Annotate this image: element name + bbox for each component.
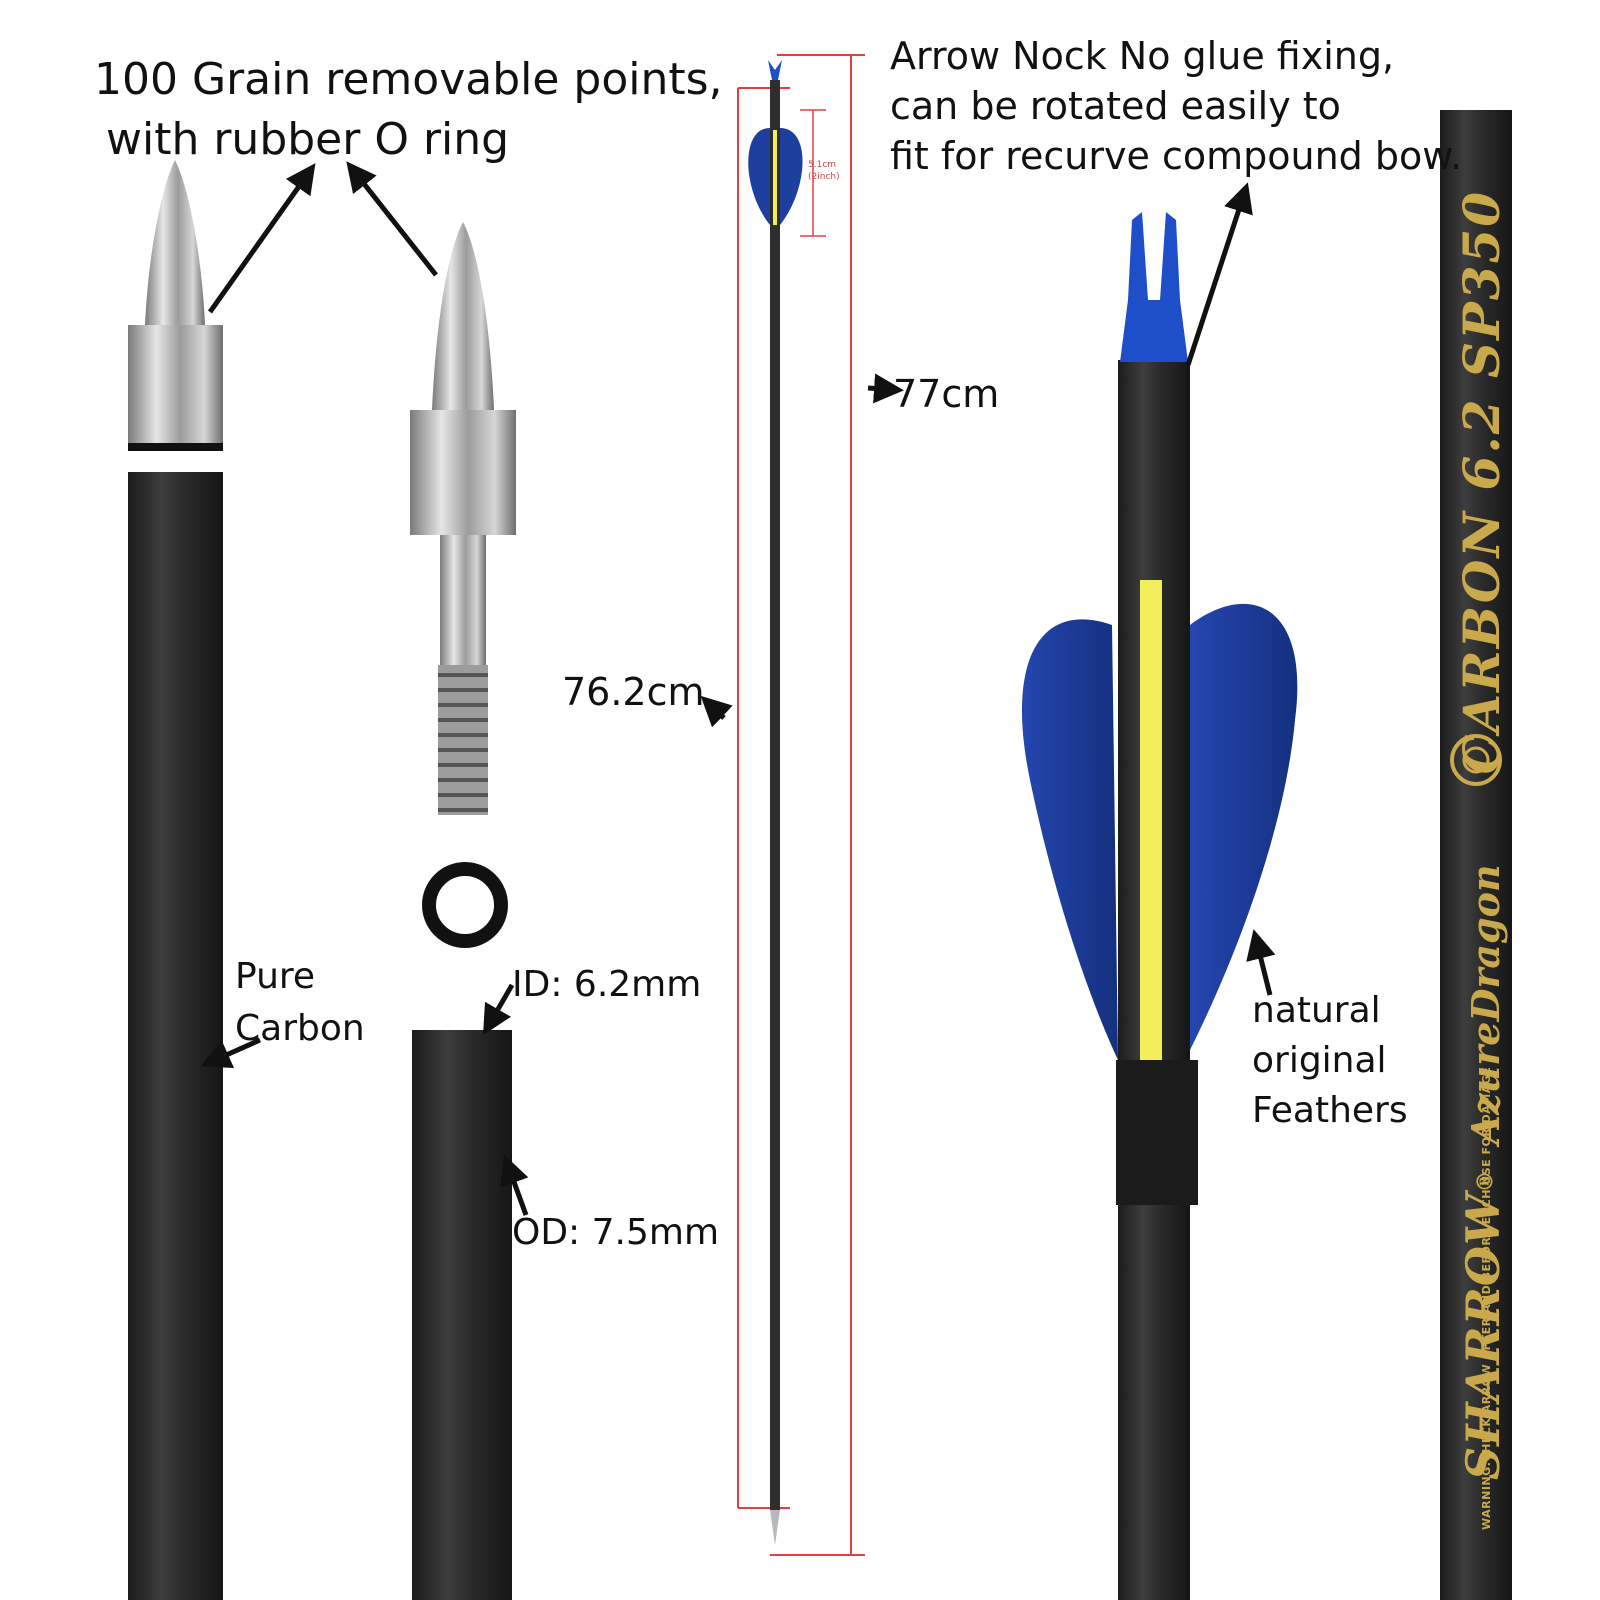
total-length-label: 77cm [893, 372, 1000, 416]
pointer-to-carbon [200, 1037, 262, 1068]
outer-diameter-label: OD: 7.5mm [512, 1212, 720, 1253]
feathers-label-line2: original [1252, 1040, 1387, 1081]
center-arrow-shaft [770, 80, 780, 1510]
point-neck-separate [440, 535, 486, 665]
inner-diameter-label: ID: 6.2mm [512, 964, 702, 1005]
pointer-to-shaft-length [700, 695, 733, 728]
center-arrow-nock [768, 60, 782, 80]
closeup-feather-left [1021, 619, 1118, 1060]
point-collar-separate [410, 410, 516, 535]
material-label-line2: Carbon [235, 1008, 365, 1049]
closeup-feather-right [1190, 603, 1298, 1050]
material-label-line1: Pure [235, 956, 316, 997]
fletch-length-label: 5.1cm [808, 160, 837, 170]
point-tip-separate [432, 222, 494, 410]
nock-label-line2: can be rotated easily to [890, 84, 1341, 128]
point-tip-left [145, 160, 205, 325]
printed-shaft [1440, 110, 1512, 1600]
center-arrow-feather-left [748, 128, 770, 225]
points-label-line2: with rubber O ring [106, 114, 510, 165]
pointer-to-mounted-point [207, 163, 316, 314]
middle-components [410, 222, 516, 1600]
pointer-to-total-length [867, 373, 904, 404]
point-collar-left [128, 325, 223, 445]
shaft-warning: WARNING:CHECK ARROW AFTER AND BEFORE EAC… [1480, 1066, 1493, 1530]
annotation-pointers [200, 161, 1276, 1216]
center-arrow-point [770, 1510, 780, 1545]
target-logo-icon [1450, 734, 1502, 786]
o-ring-mounted [128, 443, 223, 451]
fletch-length-inch-label: (2inch) [808, 172, 840, 182]
full-arrow-diagram [737, 54, 865, 1556]
feathers-label-line1: natural [1252, 990, 1381, 1031]
pointer-to-nock [1185, 182, 1253, 366]
shaft-model: CARBON 6.2 SP350 [1452, 189, 1511, 775]
shaft-length-label: 76.2cm [562, 670, 705, 714]
nock-label-line3: fit for recurve compound bow. [890, 134, 1462, 178]
closeup-fletch-wrap [1116, 1060, 1198, 1205]
center-arrow-feather-right [780, 128, 803, 225]
center-arrow-cock-feather [773, 130, 777, 225]
points-label-line1: 100 Grain removable points, [94, 54, 723, 105]
feathers-label-line3: Feathers [1252, 1090, 1408, 1131]
nock-closeup [1021, 212, 1298, 1600]
closeup-nock [1120, 212, 1188, 362]
pointer-to-inner-diameter [482, 983, 515, 1036]
rubber-o-ring [422, 862, 508, 948]
closeup-cock-feather [1140, 580, 1162, 1060]
left-arrow-shaft-with-point [128, 160, 223, 1600]
point-thread [438, 665, 488, 815]
pointer-to-feathers [1246, 929, 1276, 996]
nock-label-line1: Arrow Nock No glue fixing, [890, 34, 1395, 78]
pointer-to-separate-point [346, 161, 438, 277]
carbon-shaft-left [128, 472, 223, 1600]
pointer-to-outer-diameter [500, 1154, 529, 1216]
carbon-shaft-cross-section [412, 1030, 512, 1600]
